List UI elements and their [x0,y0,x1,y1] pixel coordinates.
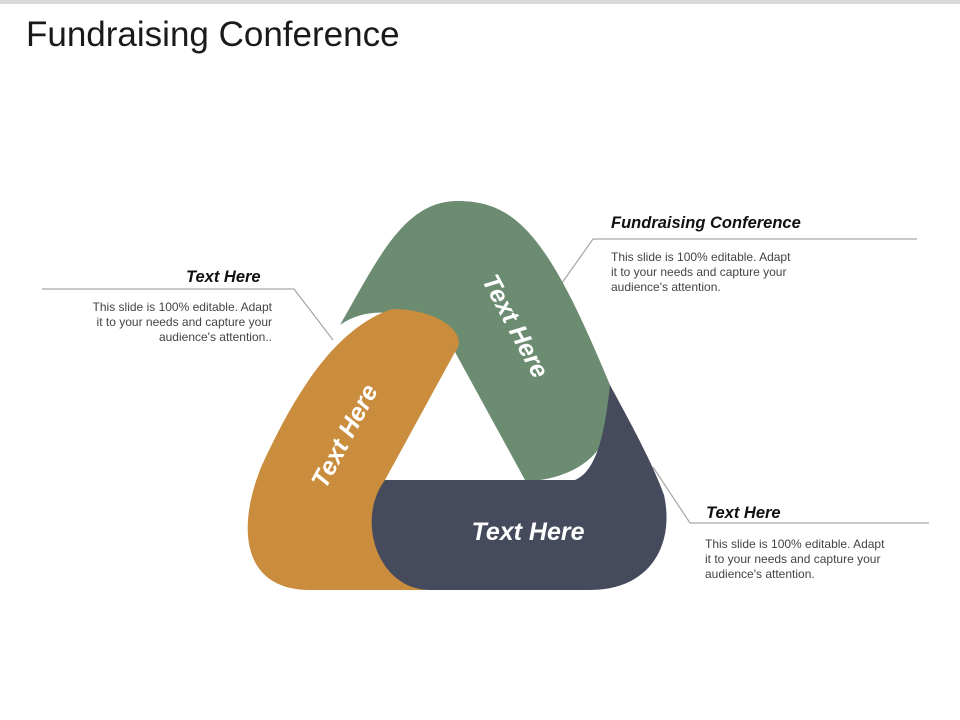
callout-lines [42,238,929,524]
top-right-callout-body: This slide is 100% editable. Adapt it to… [611,250,831,295]
bottom-right-callout-line-1: This slide is 100% editable. Adapt [705,537,885,551]
bottom-right-callout-line-2: it to your needs and capture your [705,552,881,566]
top-right-callout-line [556,238,917,291]
orange-segment [247,309,459,590]
left-callout-body: This slide is 100% editable. Adapt it to… [52,300,272,345]
navy-segment [371,385,667,590]
bottom-right-callout-line-3: audience's attention. [705,567,815,581]
bottom-right-callout-line [652,466,929,524]
navy-segment-label: Text Here [471,518,584,546]
top-right-callout-heading: Fundraising Conference [611,214,801,232]
left-callout-line-2: it to your needs and capture your [96,315,272,329]
left-callout-heading: Text Here [186,268,261,286]
left-callout-line [42,288,334,341]
top-right-callout-line-3: audience's attention. [611,280,721,294]
left-callout-line-3: audience's attention.. [158,330,272,344]
top-right-callout-line-1: This slide is 100% editable. Adapt [611,250,791,264]
top-accent-bar [0,0,960,4]
bottom-right-callout-body: This slide is 100% editable. Adapt it to… [705,537,925,582]
green-segment [340,201,613,480]
left-callout-line-1: This slide is 100% editable. Adapt [92,300,272,314]
top-right-callout-line-2: it to your needs and capture your [611,265,787,279]
bottom-right-callout-heading: Text Here [706,504,781,522]
page-title: Fundraising Conference [26,15,400,54]
